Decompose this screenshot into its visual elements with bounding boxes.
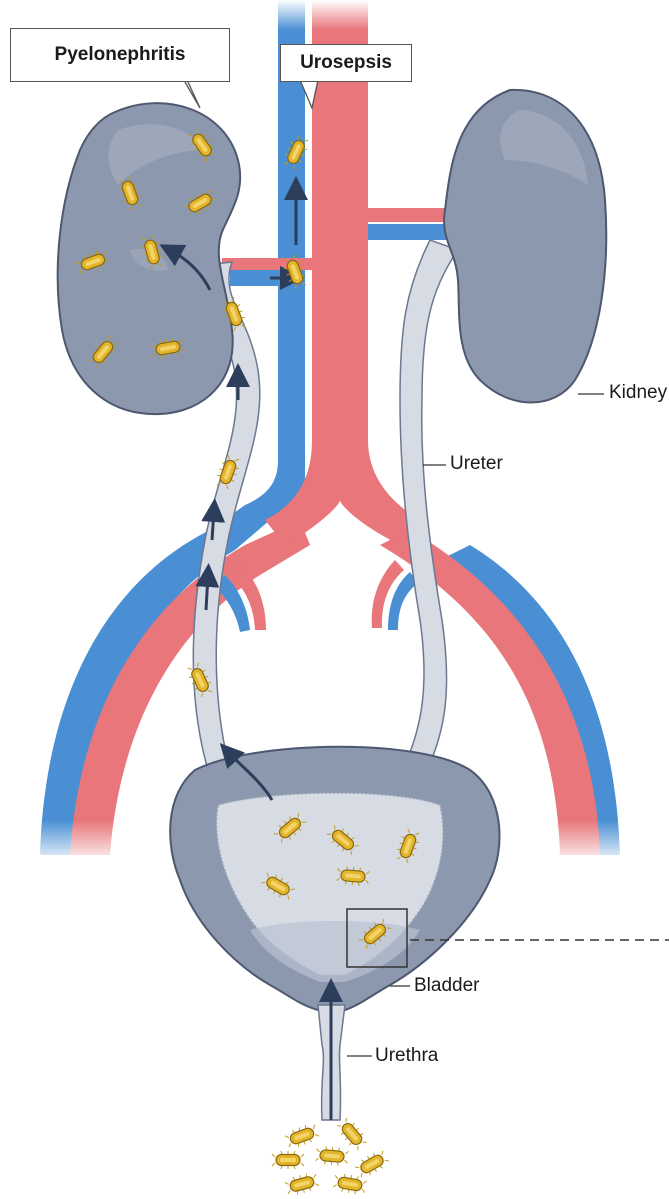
bladder-label: Bladder [414, 975, 480, 997]
bacterium [284, 1171, 320, 1197]
bacterium [272, 1151, 304, 1169]
right-kidney [444, 90, 606, 403]
urosepsis-callout: Urosepsis [280, 44, 412, 82]
bacterium [335, 1116, 369, 1152]
kidney-label: Kidney [609, 382, 667, 404]
urethra-label: Urethra [375, 1045, 438, 1067]
bladder [170, 747, 499, 1120]
bacterium [354, 1148, 391, 1180]
urosepsis-label: Urosepsis [300, 52, 392, 74]
right-ureter [400, 240, 458, 768]
arrow-ureter-1 [206, 575, 208, 610]
pyelonephritis-callout: Pyelonephritis [10, 28, 230, 82]
pyelonephritis-label: Pyelonephritis [55, 44, 186, 66]
ureter-label: Ureter [450, 453, 503, 475]
bacterium [284, 1122, 320, 1150]
bacterium [315, 1146, 348, 1167]
arrow-ureter-2 [212, 510, 214, 540]
bacterium [333, 1172, 368, 1195]
